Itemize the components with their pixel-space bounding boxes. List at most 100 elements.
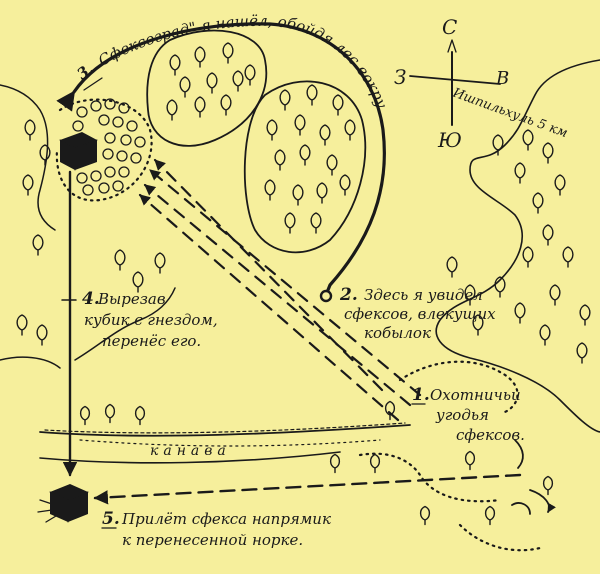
nest-hole-icon: [104, 166, 116, 178]
step4-line1: Вырезав: [97, 290, 166, 308]
tree-icon: [244, 64, 256, 86]
nest-cube-icon: [59, 132, 98, 171]
nest-hole-icon: [76, 106, 88, 118]
nest-hole-icon: [76, 172, 88, 184]
tree-icon: [166, 99, 178, 121]
tree-icon: [294, 114, 306, 136]
nest-hole-icon: [102, 148, 114, 160]
distance-note: Ишпильхуль 5 км: [450, 85, 570, 141]
tree-icon: [492, 134, 504, 156]
step5-number: 5.: [102, 509, 120, 529]
route-around-forest: [56, 22, 386, 297]
forest-north: [146, 29, 268, 147]
tree-icon: [522, 129, 534, 151]
tree-icon: [446, 256, 458, 278]
nest-hole-icon: [82, 184, 94, 196]
forest-north-trees: [166, 42, 256, 121]
tree-icon: [326, 154, 338, 176]
tree-icon: [16, 314, 28, 336]
tree-icon: [514, 302, 526, 324]
step1-line3: сфексов.: [456, 426, 525, 444]
tree-icon: [220, 94, 232, 116]
tree-icon: [344, 119, 356, 141]
tree-icon: [514, 162, 526, 184]
step2-line1: Здесь я увидел: [364, 286, 483, 304]
tree-icon: [39, 144, 51, 166]
tree-icon: [274, 149, 286, 171]
nest-hole-icon: [126, 120, 138, 132]
forest-west: [0, 84, 176, 369]
tree-icon: [284, 212, 296, 234]
tree-icon: [292, 184, 304, 206]
nest-hole-icon: [104, 132, 116, 144]
nest-hole-icon: [134, 136, 146, 148]
tree-icon: [419, 505, 431, 526]
tree-icon: [32, 234, 44, 256]
forest-east: [435, 59, 600, 433]
step5-label: 5. Прилёт сфекса напрямик к перенесенной…: [101, 509, 331, 549]
tree-icon: [464, 284, 476, 306]
tree-icon: [79, 405, 91, 426]
tree-icon: [179, 76, 191, 98]
nest-hole-icon: [104, 98, 116, 110]
tree-icon: [472, 314, 484, 336]
tree-icon: [134, 405, 146, 426]
sphex-flight-paths: [138, 158, 422, 422]
nest-hole-icon: [72, 120, 84, 132]
forest-central-trees: [264, 84, 356, 234]
nest-hole-icon: [118, 166, 130, 178]
tree-icon: [542, 475, 554, 496]
nest-hole-icon: [112, 180, 124, 192]
tree-icon: [384, 400, 396, 421]
sphex-nests: [55, 98, 153, 202]
step4-line3: перенёс его.: [102, 332, 201, 350]
step4-number: 4.: [82, 289, 100, 309]
tree-icon: [484, 505, 496, 526]
tree-icon: [494, 276, 506, 298]
tree-icon: [562, 246, 574, 268]
nest-hole-icon: [120, 134, 132, 146]
tree-icon: [542, 142, 554, 164]
nest-hole-icon: [90, 100, 102, 112]
forest-west-trees: [16, 119, 166, 346]
nest-hole-icon: [112, 116, 124, 128]
tree-icon: [542, 224, 554, 246]
tree-icon: [279, 89, 291, 111]
tree-icon: [22, 174, 34, 196]
tree-icon: [522, 246, 534, 268]
tree-icon: [266, 119, 278, 141]
tree-icon: [232, 70, 244, 92]
tree-icon: [264, 179, 276, 201]
step4-line2: кубик с гнездом,: [84, 311, 218, 329]
step1-line1: Охотничьи: [430, 386, 521, 404]
step3-number: 3.: [74, 59, 97, 83]
tree-icon: [339, 174, 351, 196]
step5-line1: Прилёт сфекса напрямик: [121, 510, 331, 528]
step2-number: 2.: [339, 285, 358, 305]
step4-label: 4. Вырезав кубик с гнездом, перенёс его.: [82, 289, 218, 350]
hunting-ground-boundary: [398, 360, 519, 414]
tree-icon: [310, 212, 322, 234]
tree-icon: [464, 450, 476, 471]
tree-icon: [24, 119, 36, 141]
observation-point-icon: [319, 289, 333, 303]
nest-hole-icon: [118, 102, 130, 114]
tree-icon: [222, 42, 234, 64]
tree-icon: [539, 324, 551, 346]
meadow-trees: [79, 400, 554, 526]
step2-line2: сфексов, влекущих: [344, 305, 496, 323]
nest-holes: [72, 98, 146, 196]
nest-hole-icon: [98, 114, 110, 126]
nest-hole-icon: [90, 170, 102, 182]
tree-icon: [554, 174, 566, 196]
tree-icon: [332, 94, 344, 116]
nest-hole-icon: [116, 150, 128, 162]
tree-icon: [194, 46, 206, 68]
step5-line2: к перенесенной норке.: [122, 531, 303, 549]
ditch: [39, 422, 411, 464]
ditch-label: канава: [150, 443, 231, 459]
compass-west-label: З: [394, 65, 406, 89]
tree-icon: [194, 96, 206, 118]
tree-icon: [114, 249, 126, 271]
